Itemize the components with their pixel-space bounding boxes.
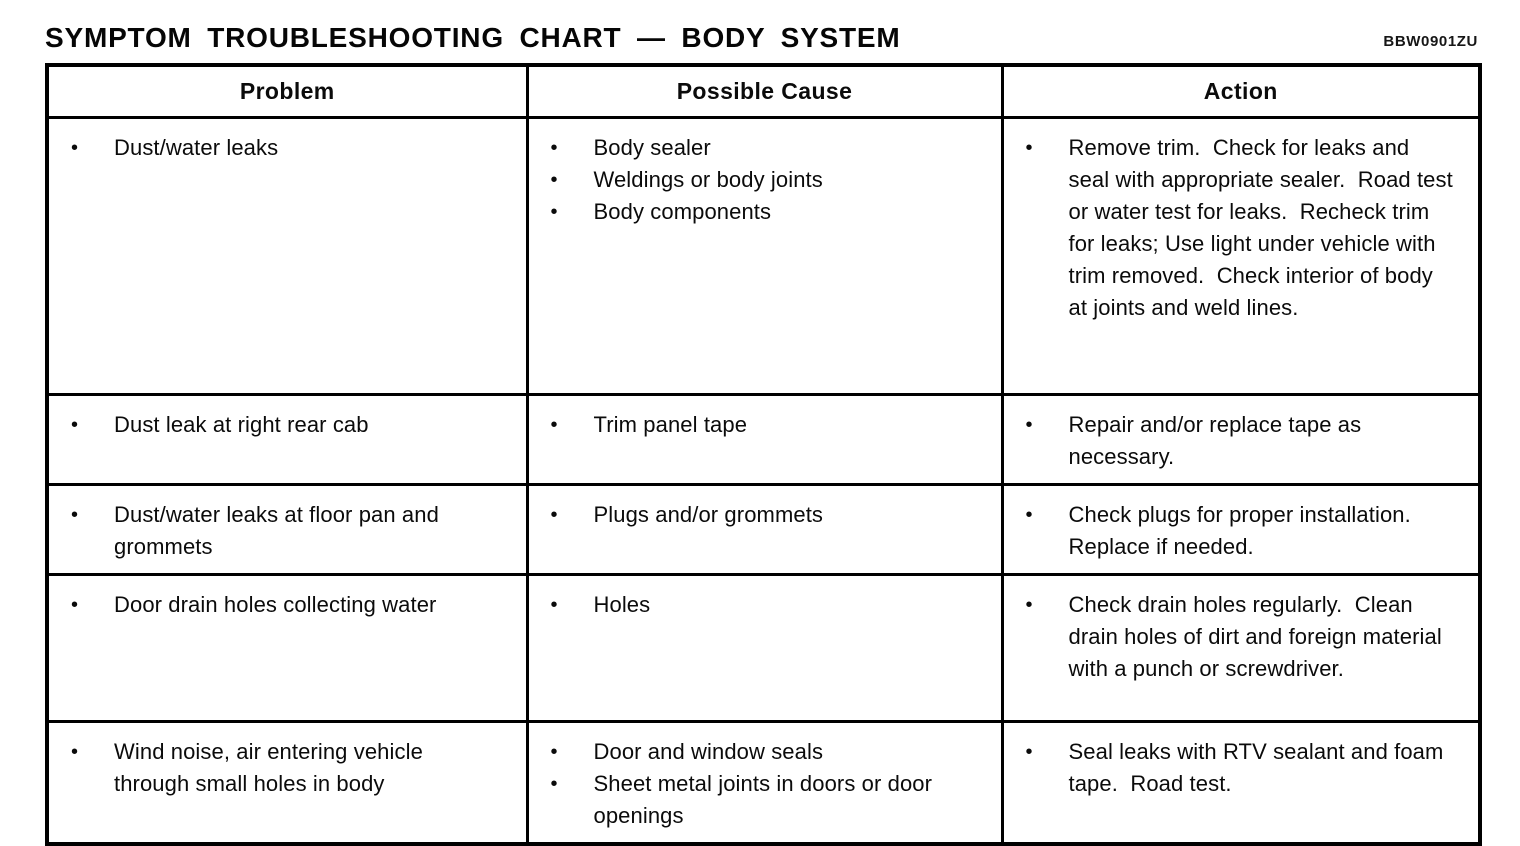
bullet-item: • Check drain holes regularly. Clean drai…: [1022, 589, 1469, 685]
bullet-icon: •: [71, 136, 79, 159]
column-header-problem: Problem: [45, 63, 529, 119]
table-row: • Door drain holes collecting water • Holes…: [45, 572, 1482, 723]
bullet-item: • Check plugs for proper installation. Re…: [1022, 499, 1469, 563]
bullet-icon: •: [1025, 740, 1033, 763]
bullet-item: • Plugs and/or grommets: [547, 499, 991, 531]
bullet-icon: •: [1025, 593, 1033, 616]
cell-text: Weldings or body joints: [593, 166, 823, 192]
bullet-icon: •: [71, 740, 79, 763]
doc-code: BBW0901ZU: [1383, 33, 1478, 50]
table-body: • Dust/water leaks • Body sealer • Weldings o…: [45, 115, 1482, 845]
problem-cell: • Wind noise, air entering vehicle throug…: [45, 719, 529, 845]
bullet-item: • Remove trim. Check for leaks and seal w…: [1022, 132, 1469, 324]
cell-text: Holes: [593, 591, 651, 617]
cell-text: Repair and/or replace tape as necessary.: [1068, 411, 1368, 469]
bullet-icon: •: [71, 503, 79, 526]
cell-text: Trim panel tape: [593, 411, 748, 437]
table-row: • Wind noise, air entering vehicle throug…: [45, 719, 1482, 845]
cell-text: Remove trim. Check for leaks and seal wi…: [1068, 134, 1460, 320]
cell-text: Seal leaks with RTV sealant and foam tap…: [1068, 738, 1450, 796]
cell-text: Check plugs for proper installation. Rep…: [1068, 501, 1424, 559]
bullet-item: • Repair and/or replace tape as necessary…: [1022, 409, 1469, 473]
bullet-item: • Dust/water leaks: [67, 132, 516, 164]
page-header: SYMPTOM TROUBLESHOOTING CHART — BODY SYS…: [45, 22, 1478, 54]
problem-cell: • Dust/water leaks at floor pan and gromm…: [45, 482, 529, 576]
cell-text: Plugs and/or grommets: [593, 501, 824, 527]
bullet-icon: •: [550, 168, 558, 191]
bullet-icon: •: [1025, 136, 1033, 159]
cell-text: Dust leak at right rear cab: [114, 411, 369, 437]
table-row: • Dust/water leaks at floor pan and gromm…: [45, 482, 1482, 576]
bullet-item: • Dust leak at right rear cab: [67, 409, 516, 441]
problem-cell: • Door drain holes collecting water: [45, 572, 529, 723]
possible-cause-cell: • Plugs and/or grommets: [525, 482, 1004, 576]
cell-text: Dust/water leaks at floor pan and gromme…: [114, 501, 446, 559]
bullet-icon: •: [1025, 503, 1033, 526]
cell-text: Door drain holes collecting water: [114, 591, 437, 617]
bullet-item: • Door drain holes collecting water: [67, 589, 516, 621]
page-title: SYMPTOM TROUBLESHOOTING CHART — BODY SYS…: [45, 22, 901, 53]
bullet-item: • Weldings or body joints: [547, 164, 991, 196]
cell-text: Wind noise, air entering vehicle through…: [114, 738, 430, 796]
bullet-icon: •: [71, 593, 79, 616]
action-cell: • Repair and/or replace tape as necessary…: [1000, 392, 1482, 486]
bullet-icon: •: [550, 200, 558, 223]
bullet-item: • Body sealer: [547, 132, 991, 164]
bullet-icon: •: [550, 593, 558, 616]
action-cell: • Check plugs for proper installation. Re…: [1000, 482, 1482, 576]
table-row: • Dust leak at right rear cab • Trim panel …: [45, 392, 1482, 486]
problem-cell: • Dust/water leaks: [45, 115, 529, 396]
problem-cell: • Dust leak at right rear cab: [45, 392, 529, 486]
possible-cause-cell: • Body sealer • Weldings or body joints • Bod…: [525, 115, 1004, 396]
bullet-icon: •: [550, 413, 558, 436]
bullet-icon: •: [550, 772, 558, 795]
cell-text: Body sealer: [593, 134, 711, 160]
cell-text: Door and window seals: [593, 738, 824, 764]
action-cell: • Seal leaks with RTV sealant and foam ta…: [1000, 719, 1482, 845]
cell-text: Body components: [593, 198, 772, 224]
possible-cause-cell: • Holes: [525, 572, 1004, 723]
bullet-icon: •: [550, 503, 558, 526]
cell-text: Dust/water leaks: [114, 134, 279, 160]
table-row: • Dust/water leaks • Body sealer • Weldings o…: [45, 115, 1482, 396]
bullet-icon: •: [550, 740, 558, 763]
action-cell: • Check drain holes regularly. Clean drai…: [1000, 572, 1482, 723]
bullet-item: • Holes: [547, 589, 991, 621]
bullet-item: • Door and window seals: [547, 736, 991, 768]
bullet-icon: •: [71, 413, 79, 436]
column-header-action: Action: [1000, 63, 1482, 119]
bullet-icon: •: [1025, 413, 1033, 436]
cell-text: Sheet metal joints in doors or door open…: [593, 770, 939, 828]
bullet-item: • Seal leaks with RTV sealant and foam ta…: [1022, 736, 1469, 800]
action-cell: • Remove trim. Check for leaks and seal w…: [1000, 115, 1482, 396]
possible-cause-cell: • Trim panel tape: [525, 392, 1004, 486]
table-header: Problem Possible Cause Action: [45, 63, 1482, 119]
troubleshooting-table: Problem Possible Cause Action • Dust/wate…: [45, 63, 1482, 846]
bullet-item: • Wind noise, air entering vehicle throug…: [67, 736, 516, 800]
possible-cause-cell: • Door and window seals • Sheet metal joint…: [525, 719, 1004, 845]
column-header-possible-cause: Possible Cause: [525, 63, 1004, 119]
cell-text: Check drain holes regularly. Clean drain…: [1068, 591, 1449, 681]
bullet-item: • Body components: [547, 196, 991, 228]
bullet-icon: •: [550, 136, 558, 159]
bullet-item: • Trim panel tape: [547, 409, 991, 441]
bullet-item: • Dust/water leaks at floor pan and gromm…: [67, 499, 516, 563]
header-row: Problem Possible Cause Action: [45, 63, 1482, 119]
bullet-item: • Sheet metal joints in doors or door ope…: [547, 768, 991, 832]
